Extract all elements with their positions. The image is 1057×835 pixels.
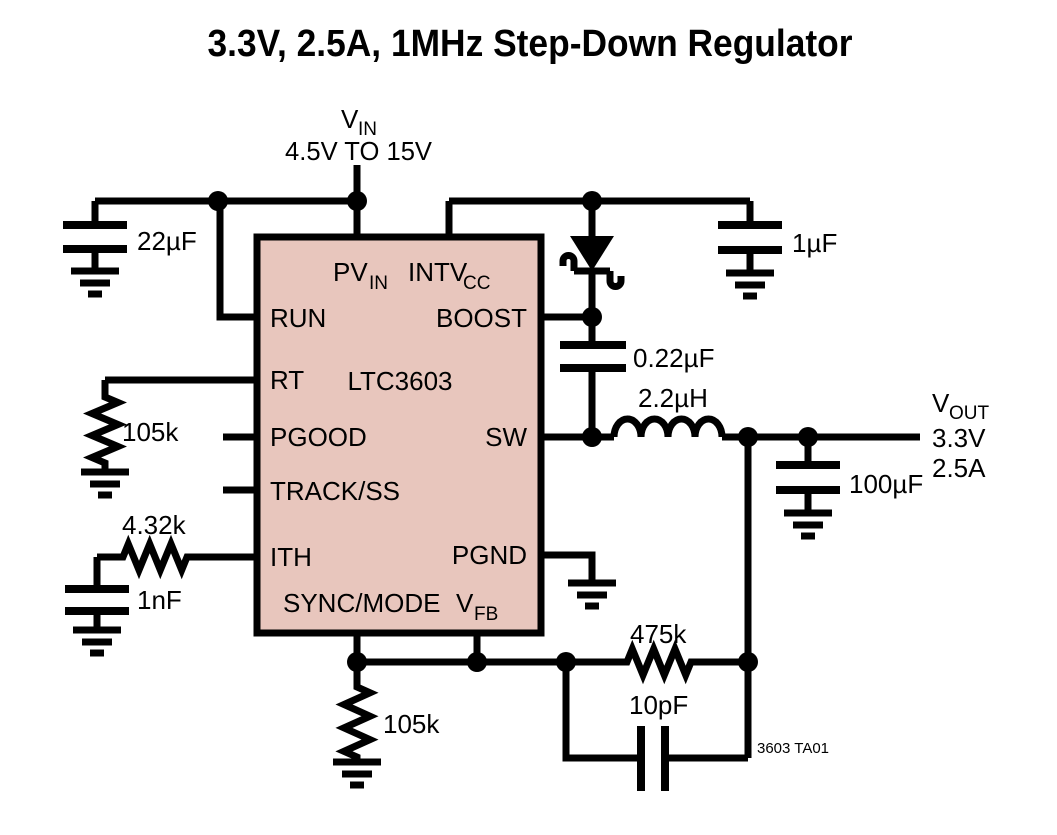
intvcc-cap-symbol [718, 221, 782, 254]
input-cap-label: 22µF [137, 226, 197, 256]
capacitors [63, 221, 840, 791]
junction-dot [582, 307, 602, 327]
vin-label-sub: IN [358, 119, 377, 140]
vout-label: V [932, 388, 950, 418]
vout-voltage-label: 3.3V [932, 423, 986, 453]
ic-part-number: LTC3603 [347, 366, 452, 396]
junction-dot [347, 191, 367, 211]
component-labels: 22µF 1µF 0.22µF 2.2µH 100µF 105k 4.32k 1… [122, 226, 923, 757]
ith-resistor-symbol [97, 534, 257, 580]
junction-dot [582, 427, 602, 447]
input-cap-ground [71, 267, 119, 298]
intvcc-cap-label: 1µF [792, 228, 837, 258]
ith-cap-symbol [65, 585, 129, 615]
vout-current-label: 2.5A [932, 453, 986, 483]
pin-label-run: RUN [270, 303, 326, 333]
inductor-symbol [610, 415, 726, 438]
rt-resistor-ground [81, 468, 129, 499]
ith-cap-ground [73, 626, 121, 657]
output-cap-label: 100µF [849, 469, 923, 499]
ic-body [253, 233, 545, 637]
junction-dot [208, 191, 228, 211]
junction-dot [738, 427, 758, 447]
junction-dot [738, 652, 758, 672]
diode-triangle [570, 236, 614, 271]
inductor-label: 2.2µH [638, 383, 708, 413]
pin-label-pgnd: PGND [452, 540, 527, 570]
schottky-diode [559, 236, 625, 290]
pin-label-rt: RT [270, 365, 304, 395]
feedback-cap-label: 10pF [629, 690, 688, 720]
pin-label-boost: BOOST [436, 303, 527, 333]
ic-pin-labels: PV IN INTV CC RUN BOOST RT LTC3603 PGOOD… [270, 257, 527, 625]
boost-cap-label: 0.22µF [633, 343, 714, 373]
rt-resistor-label: 105k [122, 417, 179, 447]
feedback-resistor-symbol [357, 639, 748, 685]
pin-label-ith: ITH [270, 542, 312, 572]
sync-resistor-label: 105k [383, 709, 440, 739]
pgnd-wire [541, 551, 596, 583]
feedback-cap-left-leg [562, 662, 637, 762]
pin-label-vfb-sub: FB [474, 604, 498, 625]
sync-resistor-ground [333, 758, 381, 789]
pin-label-pvin-sub: IN [369, 273, 388, 294]
vout-label-sub: OUT [949, 403, 990, 424]
rt-resistor-symbol [83, 380, 127, 472]
pin-label-track-ss: TRACK/SS [270, 476, 400, 506]
junction-dot [556, 652, 576, 672]
feedback-resistor-label: 475k [630, 619, 687, 649]
junction-dot [347, 652, 367, 672]
vin-range-label: 4.5V TO 15V [285, 136, 433, 166]
input-cap-symbol [63, 221, 127, 253]
junction-dot [798, 427, 818, 447]
ith-resistor-label: 4.32k [122, 510, 187, 540]
pgnd-ground [568, 579, 616, 610]
wires [91, 165, 920, 762]
vin-label: V [341, 104, 359, 134]
junction-dots [208, 191, 818, 672]
diode-schottky-right-hook [606, 271, 625, 290]
figure-note: 3603 TA01 [757, 740, 829, 757]
ith-cap-label: 1nF [137, 585, 182, 615]
sync-resistor-symbol [335, 662, 379, 762]
resistors [83, 380, 748, 762]
pin-label-pgood: PGOOD [270, 422, 367, 452]
output-cap-symbol [776, 461, 840, 494]
pin-label-pvin: PV [333, 257, 368, 287]
net-labels: V IN 4.5V TO 15V V OUT 3.3V 2.5A [285, 104, 990, 483]
pin-label-intvcc: INTV [408, 257, 468, 287]
junction-dot [582, 191, 602, 211]
pin-label-sw: SW [485, 422, 527, 452]
boost-cap-symbol [560, 341, 626, 372]
diode-schottky-left-hook [559, 252, 578, 271]
ground-symbols [71, 267, 832, 789]
junction-dot [467, 652, 487, 672]
output-cap-ground [784, 509, 832, 540]
pin-label-intvcc-sub: CC [463, 273, 490, 294]
run-wire [216, 201, 257, 321]
feedback-cap-symbol [637, 726, 669, 791]
pin-label-sync-mode: SYNC/MODE [283, 588, 440, 618]
pin-label-vfb: V [456, 588, 474, 618]
intvcc-cap-ground [726, 269, 774, 300]
schematic-title: 3.3V, 2.5A, 1MHz Step-Down Regulator [208, 23, 853, 65]
